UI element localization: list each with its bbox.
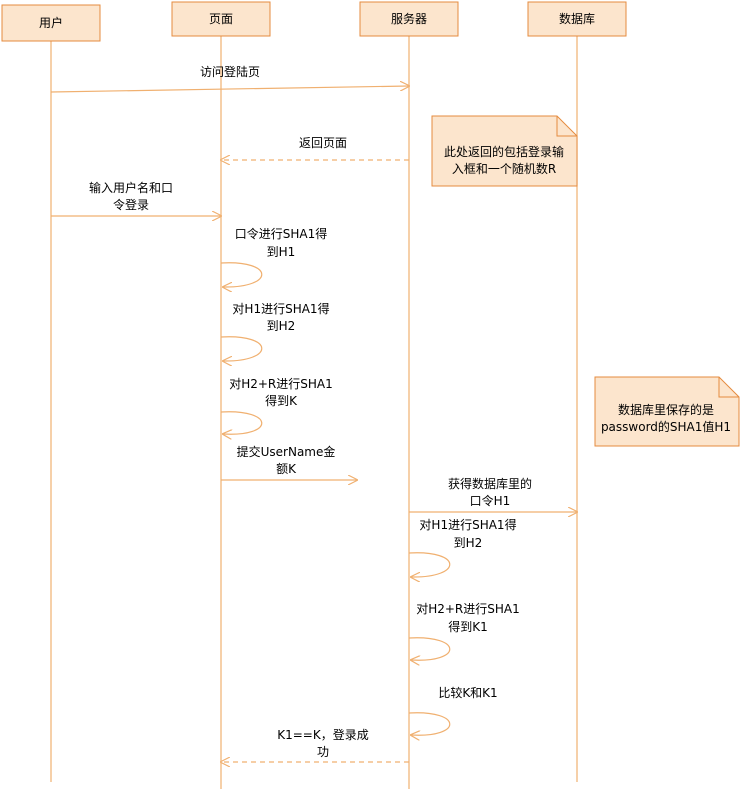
message-label: 口令H1 <box>470 493 511 508</box>
self-message-server-sha1-k1: 对H2+R进行SHA1 得到K1 <box>408 602 520 660</box>
self-message-compare: 比较K和K1 <box>408 685 498 735</box>
message-label: 功 <box>317 745 329 759</box>
message-fetch-h1: 获得数据库里的 口令H1 <box>409 476 577 512</box>
message-label: 输入用户名和口 <box>89 180 173 195</box>
note-line: 此处返回的包括登录输 <box>444 144 564 159</box>
message-label: 返回页面 <box>299 136 347 150</box>
message-label: 额K <box>276 462 297 476</box>
message-label: K1==K，登录成 <box>277 727 368 742</box>
note-line: 数据库里保存的是 <box>618 402 714 417</box>
message-input-credentials: 输入用户名和口 令登录 <box>51 180 221 216</box>
message-label: 得到K1 <box>448 619 488 634</box>
message-label: 对H2+R进行SHA1 <box>229 377 333 391</box>
participant-label: 服务器 <box>391 11 427 26</box>
participant-database: 数据库 <box>527 1 627 37</box>
message-label: 获得数据库里的 <box>448 476 532 491</box>
message-submit-username: 提交UserName金 额K <box>221 444 357 480</box>
self-message-sha1-h1: 口令进行SHA1得 到H1 <box>220 226 328 287</box>
participant-label: 数据库 <box>559 11 595 26</box>
message-visit-login: 访问登陆页 <box>50 64 409 93</box>
message-label: 访问登陆页 <box>200 64 260 79</box>
participant-label: 用户 <box>39 15 63 30</box>
message-label: 提交UserName金 <box>237 444 336 459</box>
note-database-storage: 数据库里保存的是 password的SHA1值H1 <box>594 376 740 447</box>
message-label: 得到K <box>265 393 298 408</box>
self-message-sha1-h2: 对H1进行SHA1得 到H2 <box>220 301 330 361</box>
message-return-page: 返回页面 <box>221 136 409 160</box>
message-label: 到H2 <box>267 319 296 333</box>
note-line: password的SHA1值H1 <box>601 419 731 434</box>
participant-label: 页面 <box>209 12 233 26</box>
message-label: 令登录 <box>113 197 149 212</box>
message-label: 到H1 <box>267 245 296 259</box>
participant-page: 页面 <box>171 1 271 37</box>
message-login-success: K1==K，登录成 功 <box>221 727 409 762</box>
message-label: 比较K和K1 <box>438 685 497 700</box>
note-return-contents: 此处返回的包括登录输 入框和一个随机数R <box>431 115 578 187</box>
message-label: 到H2 <box>454 536 483 550</box>
note-line: 入框和一个随机数R <box>452 161 556 176</box>
message-label: 对H1进行SHA1得 <box>232 301 329 316</box>
self-message-sha1-k: 对H2+R进行SHA1 得到K <box>220 377 333 434</box>
participant-server: 服务器 <box>359 1 459 37</box>
self-message-server-sha1-h2: 对H1进行SHA1得 到H2 <box>408 517 517 577</box>
message-label: 口令进行SHA1得 <box>235 226 328 241</box>
message-label: 对H1进行SHA1得 <box>419 517 516 532</box>
participant-user: 用户 <box>1 4 101 42</box>
message-label: 对H2+R进行SHA1 <box>416 602 520 616</box>
